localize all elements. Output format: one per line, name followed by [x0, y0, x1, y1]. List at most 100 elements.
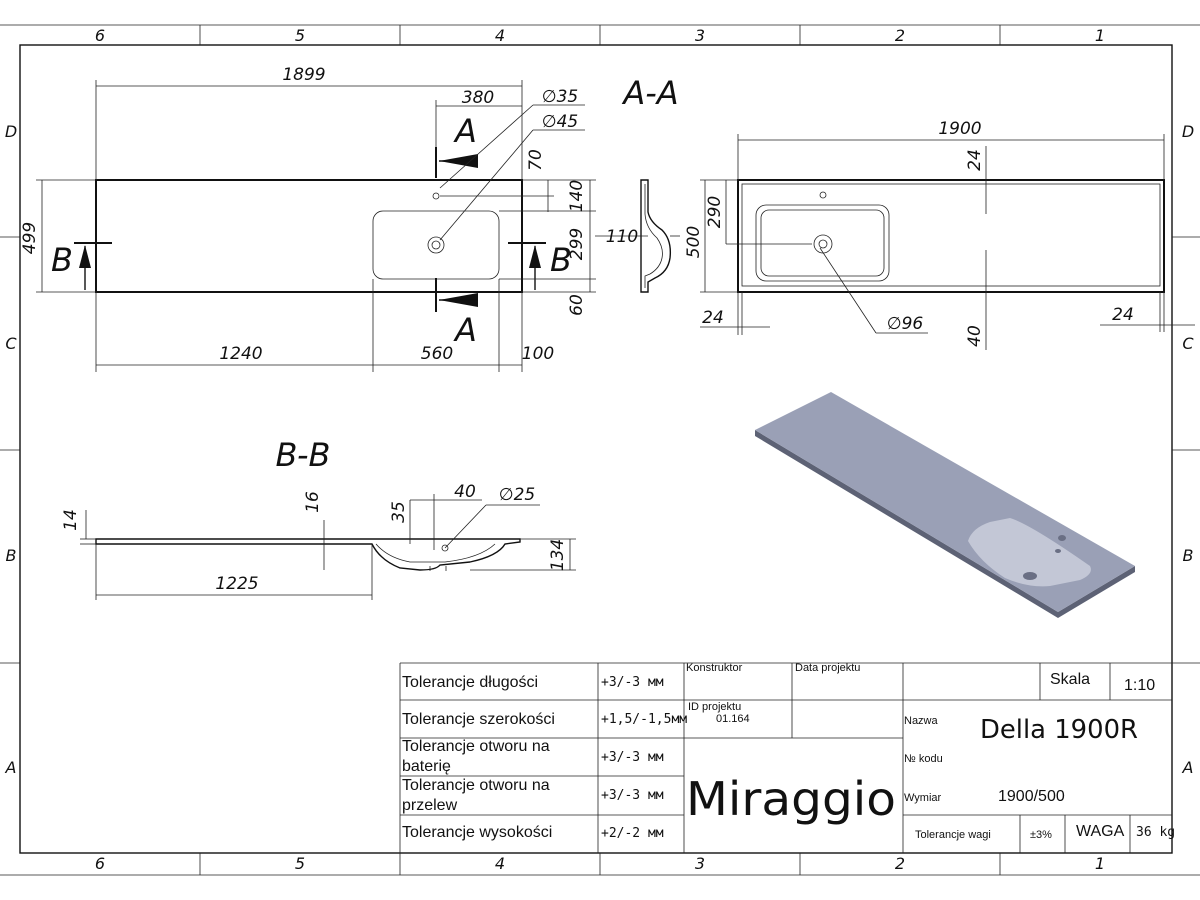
- tol-label-overflow-2: przelew: [402, 797, 458, 814]
- cut-label-b-right: B: [550, 241, 572, 279]
- row-label-left: B: [6, 546, 17, 565]
- data-projektu-label: Data projektu: [795, 662, 860, 674]
- rv-inner-edge: [741, 183, 1161, 287]
- tol-label-height: Tolerancje wysokości: [402, 824, 552, 841]
- col-label-top: 1: [1095, 26, 1105, 45]
- row-label-left: C: [5, 334, 17, 353]
- plan-view: A A B B: [20, 65, 596, 372]
- tol-label-length: Tolerancje długości: [402, 674, 538, 691]
- dim-total-length: 1899: [282, 65, 325, 85]
- col-label-top: 2: [895, 26, 905, 45]
- rv-basin-outer: [755, 204, 890, 282]
- bb-dim-40: 40: [454, 482, 476, 502]
- plan-basin: [372, 210, 500, 280]
- id-projektu-value: 01.164: [716, 713, 750, 725]
- col-label-bottom: 5: [295, 854, 305, 873]
- cut-arrow-b-right: [529, 245, 541, 268]
- tol-value-height: +2/-2 мм: [601, 826, 664, 841]
- row-label-left: A: [5, 758, 17, 777]
- plan-outline: [95, 179, 523, 293]
- render-drain: [1023, 572, 1037, 580]
- rv-dim-500: 500: [684, 226, 704, 258]
- skala-value: 1:10: [1124, 677, 1155, 694]
- tol-value-faucet: +3/-3 мм: [601, 750, 664, 765]
- side-profile: 110: [595, 179, 680, 293]
- title-block: Tolerancje długości +3/-3 мм Tolerancje …: [399, 662, 1175, 853]
- dim-depth-499: 499: [20, 222, 40, 254]
- dim-560: 560: [421, 344, 453, 364]
- bb-dim-1225: 1225: [215, 574, 258, 594]
- dim-100: 100: [522, 344, 554, 364]
- rv-faucet-hole: [819, 191, 827, 199]
- dim-d35: ∅35: [542, 87, 578, 107]
- tol-wagi-value: ±3%: [1030, 829, 1052, 841]
- cut-label-a-top: A: [453, 112, 477, 150]
- row-label-right: B: [1183, 546, 1194, 565]
- col-label-top: 4: [495, 26, 505, 45]
- dim-d45: ∅45: [542, 112, 578, 132]
- rv-dim-40: 40: [965, 325, 985, 347]
- bb-dim-16: 16: [303, 491, 323, 513]
- dim-140: 140: [567, 180, 587, 212]
- brand-logo: Miraggio: [686, 772, 896, 826]
- rv-dim-1900: 1900: [938, 119, 981, 139]
- cut-arrow-b-left: [79, 245, 91, 268]
- nazwa-label: Nazwa: [904, 715, 939, 727]
- rv-drain-outer: [813, 234, 833, 254]
- right-view: 1900 24 290 500 24 ∅96 40 24: [684, 119, 1195, 350]
- dim-110: 110: [606, 227, 638, 247]
- skala-label: Skala: [1050, 671, 1090, 688]
- cut-label-b-left: B: [51, 241, 73, 279]
- dim-299: 299: [567, 228, 587, 260]
- col-label-bottom: 4: [495, 854, 505, 873]
- rv-dim-24-right: 24: [1112, 305, 1134, 325]
- waga-value: 36 kg: [1136, 825, 1175, 840]
- rv-dim-24-left: 24: [702, 308, 724, 328]
- kod-label: № kodu: [904, 753, 943, 765]
- render-basin: [968, 518, 1091, 587]
- tol-value-overflow: +3/-3 мм: [601, 788, 664, 803]
- render-overflow-hole: [1055, 549, 1061, 553]
- bb-dim-35: 35: [389, 501, 409, 523]
- rv-drain-inner: [818, 239, 828, 249]
- col-label-bottom: 3: [695, 854, 705, 873]
- dim-1240: 1240: [219, 344, 262, 364]
- bb-dim-134: 134: [548, 539, 568, 571]
- bb-dim-d25: ∅25: [499, 485, 535, 505]
- row-label-right: A: [1182, 758, 1194, 777]
- section-label-bb: B-B: [276, 436, 331, 474]
- row-label-right: C: [1182, 334, 1194, 353]
- tol-wagi-label: Tolerancje wagi: [915, 829, 991, 841]
- tol-label-faucet: Tolerancje otworu na: [402, 738, 550, 755]
- tol-label-width: Tolerancje szerokości: [402, 711, 555, 728]
- tol-value-length: +3/-3 мм: [601, 675, 664, 690]
- plan-faucet-hole: [432, 192, 440, 200]
- wymiar-label: Wymiar: [904, 792, 942, 804]
- bb-dim-14: 14: [61, 509, 81, 531]
- col-label-top: 6: [95, 26, 105, 45]
- dim-60: 60: [567, 294, 587, 316]
- tol-label-overflow: Tolerancje otworu na: [402, 777, 550, 794]
- rv-dim-24-top: 24: [965, 149, 985, 171]
- row-label-right: D: [1182, 122, 1194, 141]
- dim-70: 70: [526, 149, 546, 171]
- nazwa-value: Della 1900R: [980, 715, 1138, 745]
- product-render: [755, 392, 1135, 618]
- section-label-aa: A-A: [621, 74, 678, 112]
- dim-faucet-offset: 380: [462, 88, 494, 108]
- konstruktor-label: Konstruktor: [686, 662, 743, 674]
- col-label-top: 3: [695, 26, 705, 45]
- col-label-top: 5: [295, 26, 305, 45]
- cut-label-a-bottom: A: [453, 311, 477, 349]
- tol-value-width: +1,5/-1,5мм: [601, 712, 687, 727]
- col-label-bottom: 1: [1095, 854, 1105, 873]
- rv-basin-inner: [760, 209, 885, 277]
- plan-drain-inner: [431, 240, 441, 250]
- section-bb: 14 16 35 40 ∅25 134 1225: [61, 482, 576, 600]
- rv-dim-d96: ∅96: [887, 314, 924, 334]
- sheet-border: [19, 44, 1173, 854]
- waga-label: WAGA: [1076, 823, 1125, 840]
- render-faucet-hole: [1058, 535, 1066, 541]
- col-label-bottom: 2: [895, 854, 905, 873]
